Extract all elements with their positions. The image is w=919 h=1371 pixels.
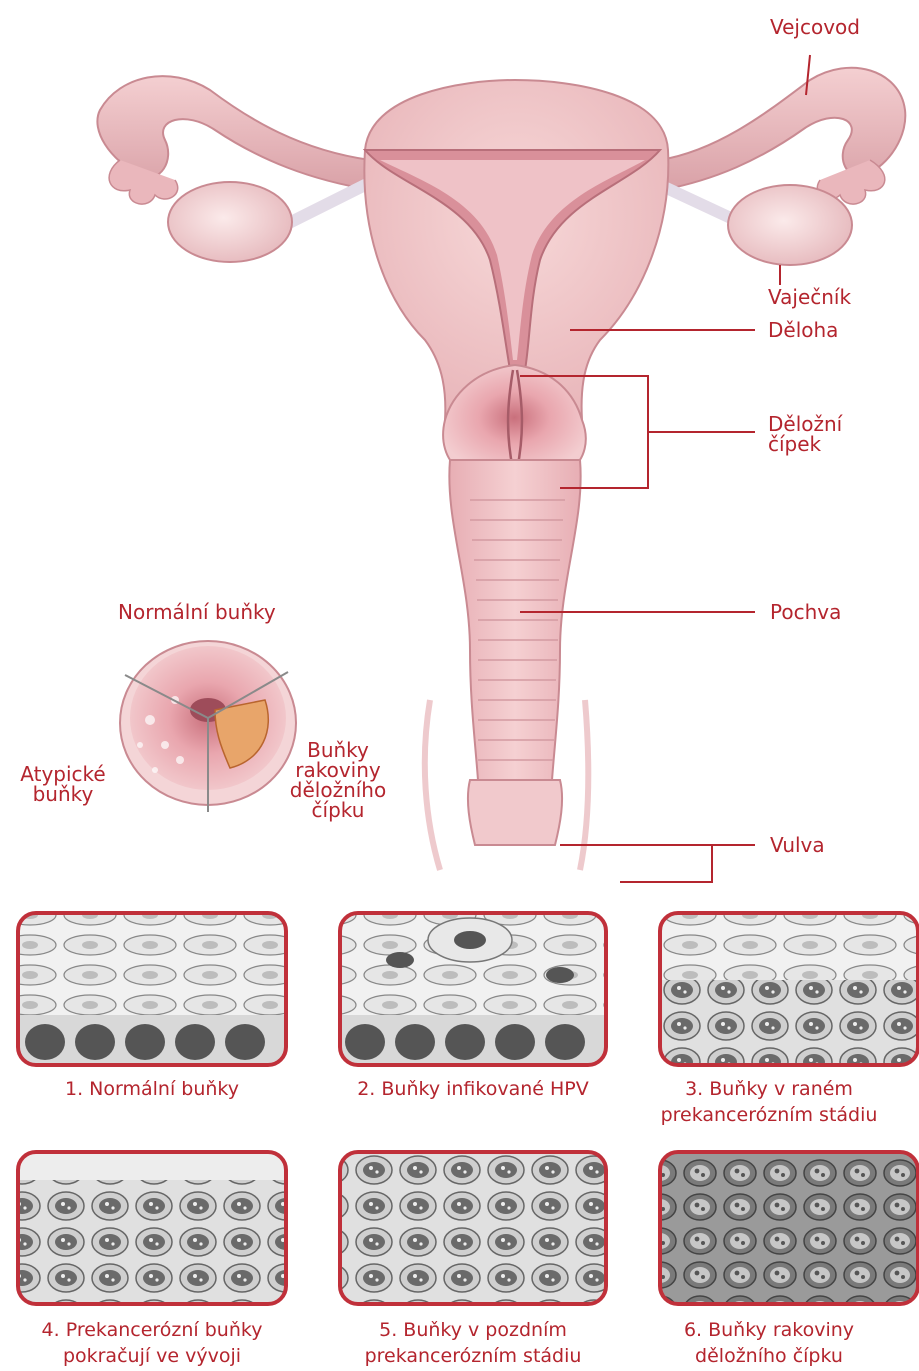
label-atypical-line1: Atypické bbox=[8, 764, 118, 784]
label-normal-cells: Normální buňky bbox=[118, 601, 276, 623]
stage-caption-1-line1: 1. Normální buňky bbox=[2, 1076, 302, 1102]
stage-caption-2: 2. Buňky infikované HPV bbox=[323, 1076, 623, 1102]
stage-caption-3-line2: prekancerózním stádiu bbox=[619, 1102, 919, 1128]
vulva bbox=[468, 780, 562, 845]
label-vagina: Pochva bbox=[770, 601, 841, 623]
label-cervix-line1: Děložní bbox=[768, 414, 842, 434]
stage-caption-5-line2: prekancerózním stádiu bbox=[323, 1343, 623, 1369]
label-fallopian-tube: Vejcovod bbox=[770, 16, 860, 38]
label-cervix-line2: čípek bbox=[768, 434, 842, 454]
stage-caption-4-line1: 4. Prekancerózní buňky bbox=[2, 1317, 302, 1343]
label-cancer-line4: čípku bbox=[282, 800, 394, 820]
stage-caption-6-line1: 6. Buňky rakoviny bbox=[619, 1317, 919, 1343]
stage-caption-6: 6. Buňky rakoviny děložního čípku bbox=[619, 1317, 919, 1369]
outer-tissue-left bbox=[425, 700, 440, 870]
stage-caption-1: 1. Normální buňky bbox=[2, 1076, 302, 1102]
label-cervix: Děložní čípek bbox=[768, 414, 842, 454]
label-uterus: Děloha bbox=[768, 319, 838, 341]
label-cancer-cells: Buňky rakoviny děložního čípku bbox=[282, 740, 394, 820]
label-cancer-line1: Buňky bbox=[282, 740, 394, 760]
stage-caption-6-line2: děložního čípku bbox=[619, 1343, 919, 1369]
label-ovary: Vaječník bbox=[768, 286, 851, 308]
right-ovarian-ligament bbox=[660, 185, 735, 220]
right-ovary bbox=[728, 185, 852, 265]
label-cancer-line3: děložního bbox=[282, 780, 394, 800]
cervix-closeup bbox=[120, 641, 296, 812]
stage-caption-3-line1: 3. Buňky v raném bbox=[619, 1076, 919, 1102]
label-atypical-line2: buňky bbox=[8, 784, 118, 804]
stage-caption-3: 3. Buňky v raném prekancerózním stádiu bbox=[619, 1076, 919, 1128]
left-ovarian-ligament bbox=[285, 185, 365, 225]
stage-caption-5-line1: 5. Buňky v pozdním bbox=[323, 1317, 623, 1343]
label-atypical-cells: Atypické buňky bbox=[8, 764, 118, 804]
stage-caption-4: 4. Prekancerózní buňky pokračují ve vývo… bbox=[2, 1317, 302, 1369]
stage-caption-5: 5. Buňky v pozdním prekancerózním stádiu bbox=[323, 1317, 623, 1369]
label-vulva: Vulva bbox=[770, 834, 825, 856]
left-ovary bbox=[168, 182, 292, 262]
label-cancer-line2: rakoviny bbox=[282, 760, 394, 780]
stage-caption-4-line2: pokračují ve vývoji bbox=[2, 1343, 302, 1369]
stage-caption-2-line1: 2. Buňky infikované HPV bbox=[323, 1076, 623, 1102]
